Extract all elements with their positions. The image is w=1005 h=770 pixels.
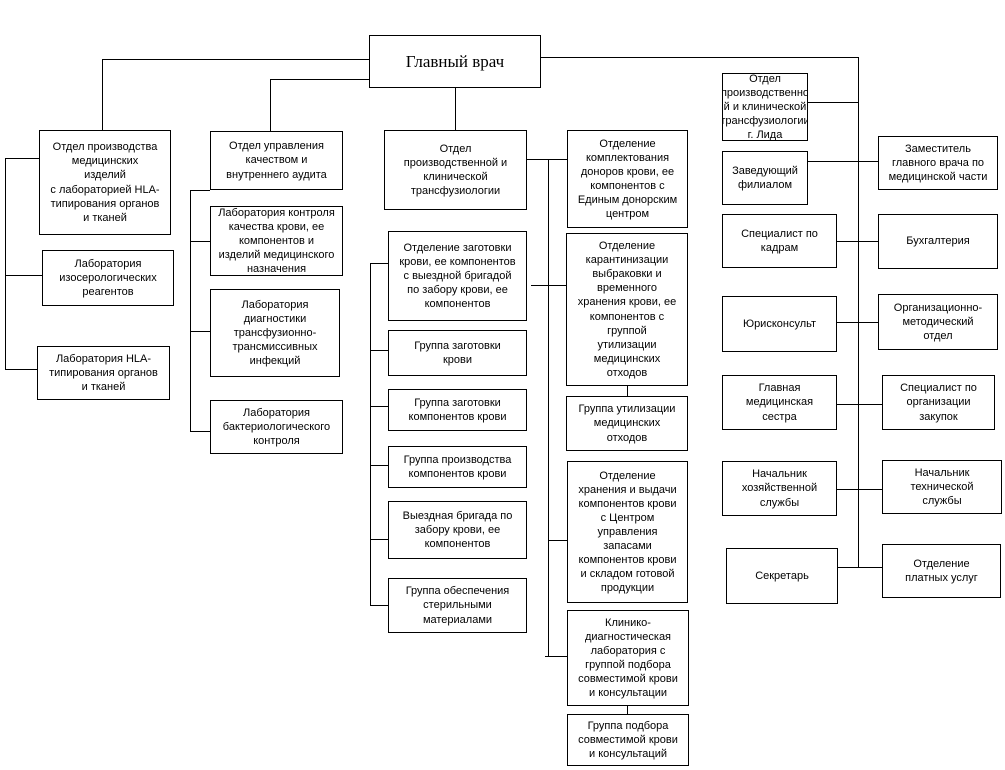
buhgalteriya-box: Бухгалтерия — [878, 214, 998, 269]
connector-line — [5, 369, 37, 371]
connector-line — [808, 241, 878, 243]
connector-line — [838, 567, 882, 569]
connector-line — [627, 386, 629, 396]
connector-line — [455, 88, 457, 130]
glavvrach-box: Главный врач — [369, 35, 541, 88]
otdel-proizv-klin-box: Отдел производственной и клинической тра… — [384, 130, 527, 210]
connector-line — [5, 275, 42, 277]
lab-bakterio-box: Лаборатория бактериологического контроля — [210, 400, 343, 454]
connector-line — [527, 159, 567, 161]
gr-proizvodstva-box: Группа производства компонентов крови — [388, 446, 527, 488]
connector-line — [548, 159, 550, 657]
otdel-proizv-med-box: Отдел производства медицинских изделий с… — [39, 130, 171, 235]
connector-line — [190, 190, 192, 432]
connector-line — [270, 79, 272, 131]
otdel-lida-box: Отдел производственно й и клинической тр… — [722, 73, 808, 141]
vyezdnaya-box: Выездная бригада по забору крови, ее ком… — [388, 501, 527, 559]
connector-line — [5, 158, 39, 160]
nach-tech-box: Начальник технической службы — [882, 460, 1002, 514]
connector-line — [808, 161, 878, 163]
connector-line — [627, 706, 629, 714]
connector-line — [370, 605, 388, 607]
org-metod-box: Организационно- методический отдел — [878, 294, 998, 350]
gr-obespecheniya-box: Группа обеспечения стерильными материала… — [388, 578, 527, 633]
connector-line — [545, 656, 567, 658]
connector-line — [808, 322, 878, 324]
connector-line — [370, 263, 388, 265]
connector-line — [370, 465, 388, 467]
gr-zagotovki-krovi-box: Группа заготовки крови — [388, 330, 527, 376]
otd-hraneniya-box: Отделение хранения и выдачи компонентов … — [567, 461, 688, 603]
connector-line — [5, 158, 7, 370]
connector-line — [102, 59, 104, 131]
connector-line — [808, 102, 858, 104]
gr-zagotovki-komp-box: Группа заготовки компонентов крови — [388, 389, 527, 431]
specialist-kadram-box: Специалист по кадрам — [722, 214, 837, 268]
otd-karantinizacii-box: Отделение карантинизации выбраковки и вр… — [566, 233, 688, 386]
nach-hoz-box: Начальник хозяйственной службы — [722, 461, 837, 516]
connector-line — [370, 539, 388, 541]
connector-line — [370, 263, 372, 606]
otd-komplektovaniya-box: Отделение комплектования доноров крови, … — [567, 130, 688, 228]
connector-line — [102, 59, 370, 61]
connector-line — [270, 79, 370, 81]
gr-podbora-box: Группа подбора совместимой крови и консу… — [567, 714, 689, 766]
lab-kontrolya-box: Лаборатория контроля качества крови, ее … — [210, 206, 343, 276]
connector-line — [190, 241, 210, 243]
connector-line — [370, 350, 388, 352]
gr-utilizacii-box: Группа утилизации медицинских отходов — [566, 396, 688, 451]
connector-line — [370, 406, 388, 408]
connector-line — [808, 489, 882, 491]
connector-line — [858, 57, 860, 568]
connector-line — [541, 57, 859, 59]
juriskonsult-box: Юрисконсульт — [722, 296, 837, 352]
otd-platnyh-box: Отделение платных услуг — [882, 544, 1001, 598]
connector-line — [190, 331, 210, 333]
kdl-box: Клинико- диагностическая лаборатория с г… — [567, 610, 689, 706]
sekretar-box: Секретарь — [726, 548, 838, 604]
specialist-zakupok-box: Специалист по организации закупок — [882, 375, 995, 430]
lab-hla-box: Лаборатория HLA- типирования органов и т… — [37, 346, 170, 400]
zav-filialom-box: Заведующий филиалом — [722, 151, 808, 205]
connector-line — [548, 540, 567, 542]
zam-glavvracha-box: Заместитель главного врача по медицинско… — [878, 136, 998, 190]
otd-zagotovki-box: Отделение заготовки крови, ее компоненто… — [388, 231, 527, 321]
connector-line — [190, 431, 210, 433]
connector-line — [531, 285, 567, 287]
connector-line — [190, 190, 210, 192]
connector-line — [808, 404, 882, 406]
glavnaya-medsestra-box: Главная медицинская сестра — [722, 375, 837, 430]
otdel-upr-kachestvom-box: Отдел управления качеством и внутреннего… — [210, 131, 343, 190]
lab-diagnostiki-box: Лаборатория диагностики трансфузионно- т… — [210, 289, 340, 377]
lab-izoserolog-box: Лаборатория изосерологических реагентов — [42, 250, 174, 306]
